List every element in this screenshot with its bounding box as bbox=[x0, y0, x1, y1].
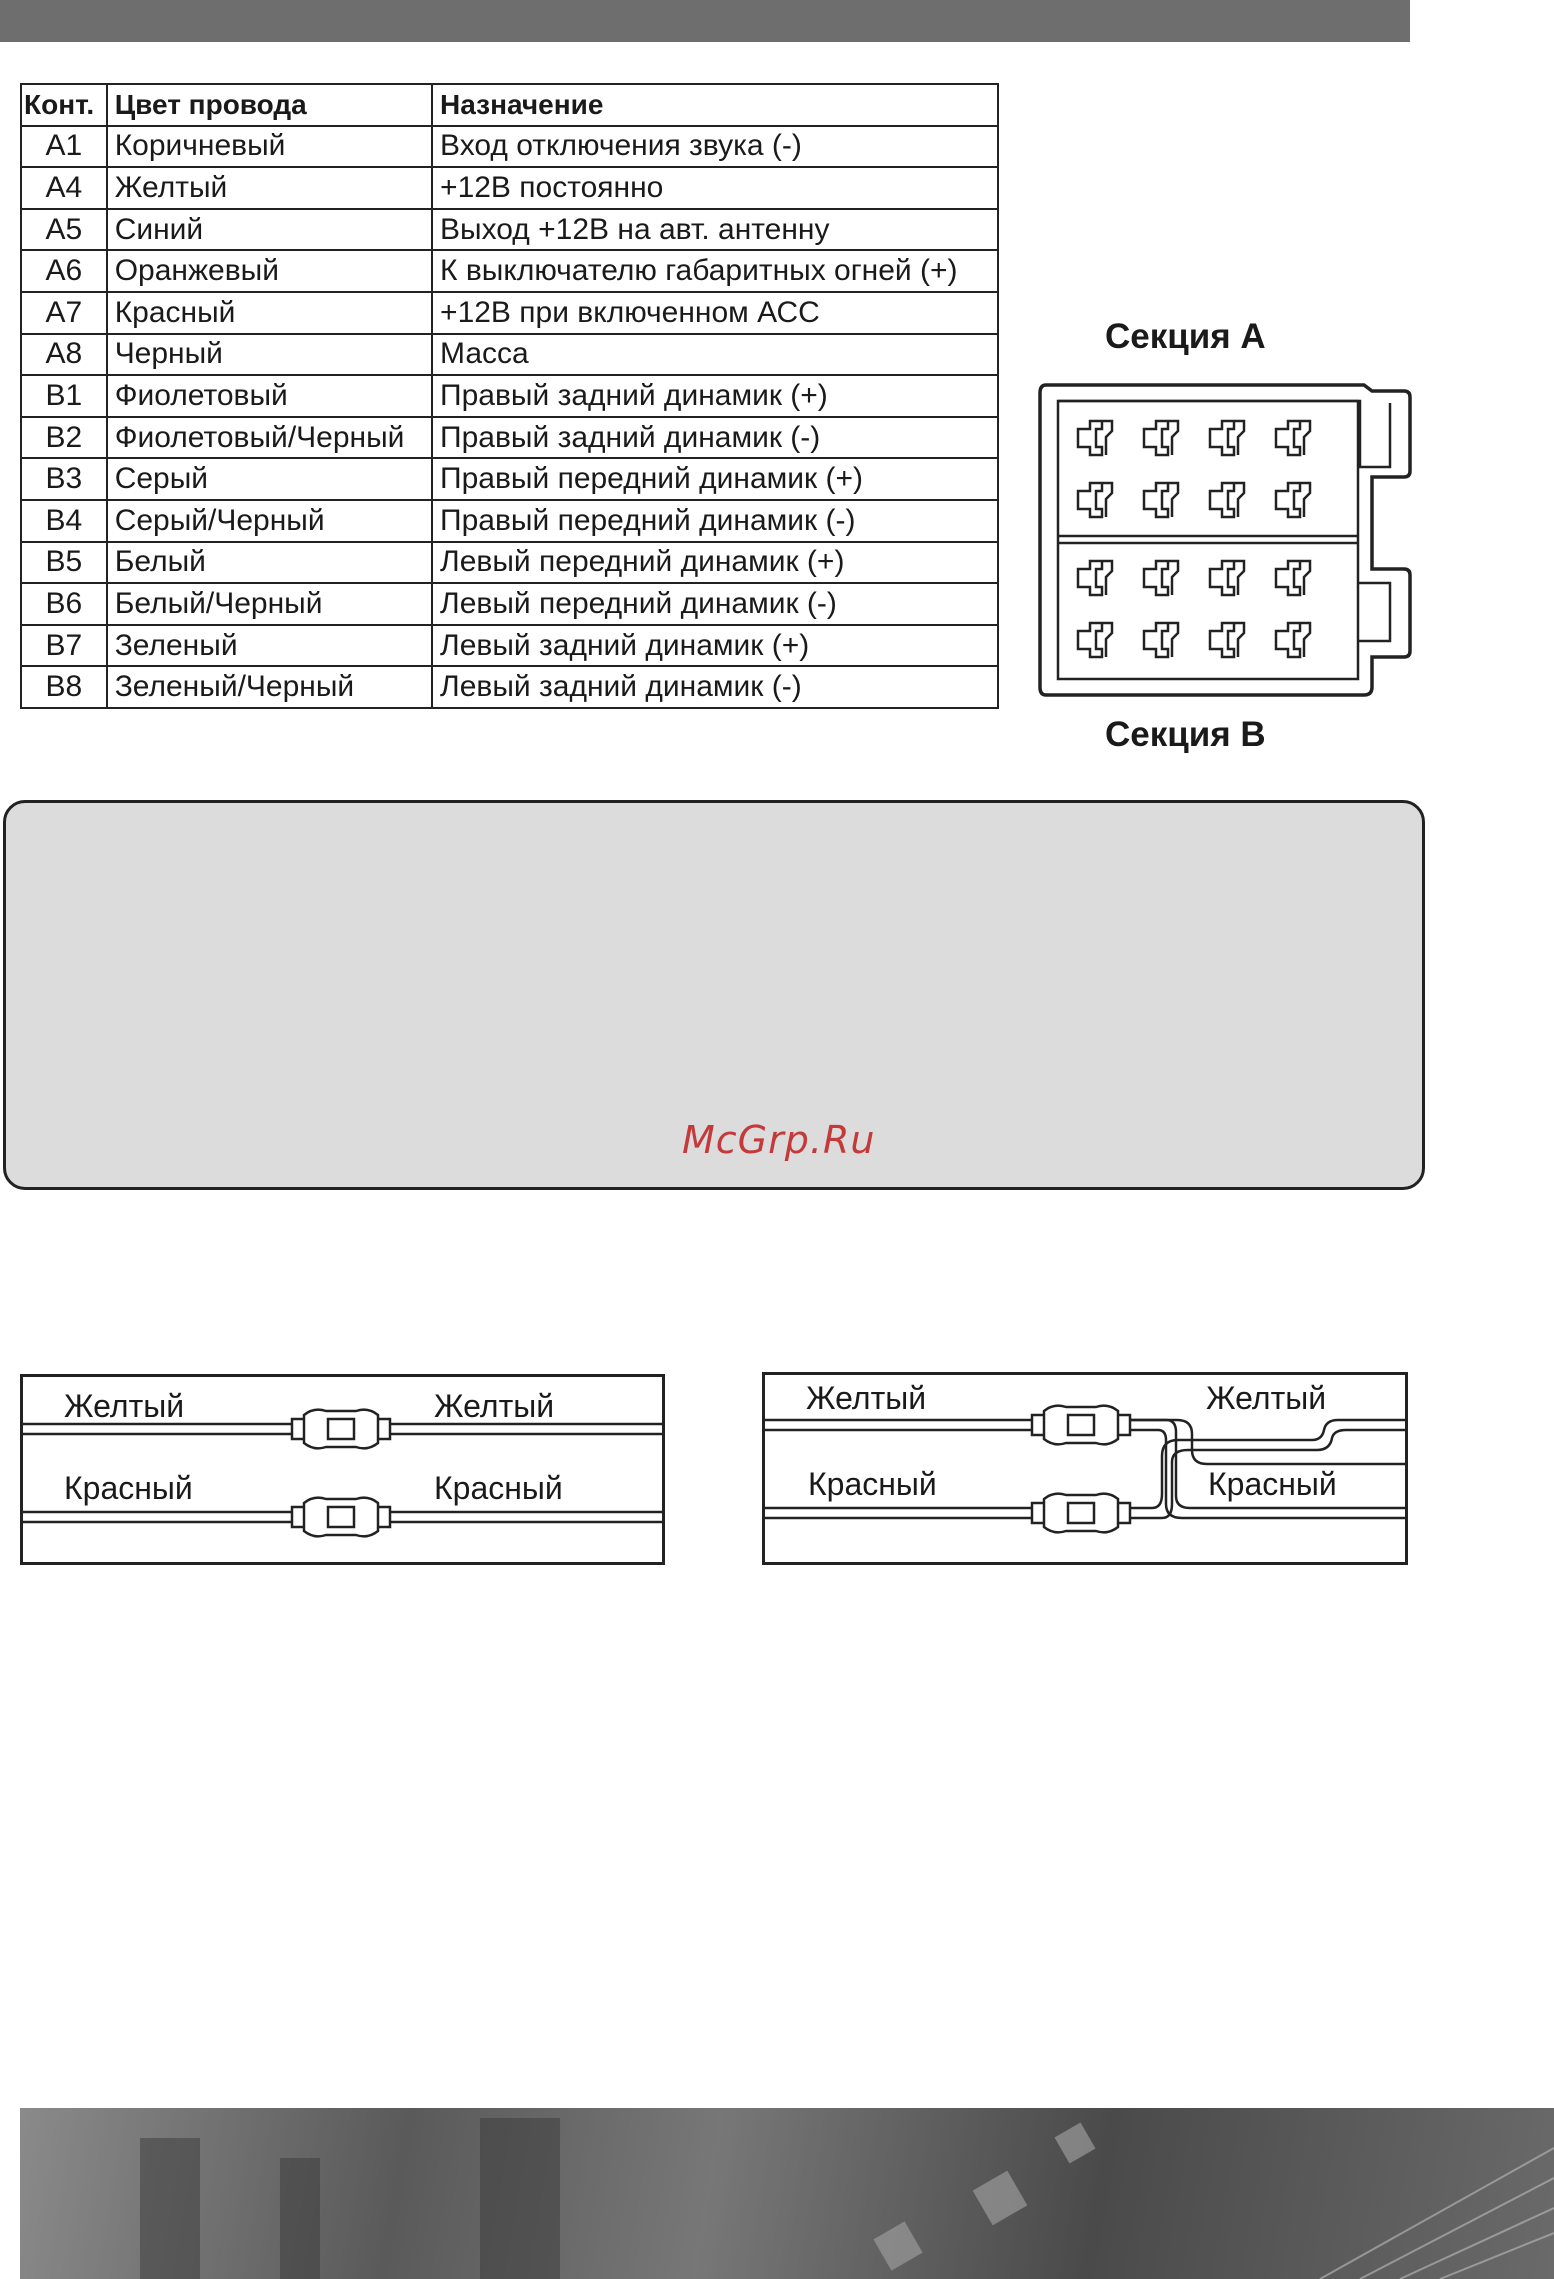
pin-cell: A4 bbox=[20, 166, 108, 210]
purpose-cell: К выключателю габаритных огней (+) bbox=[431, 249, 999, 293]
purpose-cell: Левый передний динамик (+) bbox=[431, 540, 999, 585]
wire-label-red-left-2: Красный bbox=[808, 1466, 937, 1502]
purpose-cell: +12В при включенном АСС bbox=[431, 290, 999, 335]
pin-cell: A6 bbox=[20, 249, 108, 293]
column-header-wire-color: Цвет провода bbox=[105, 83, 434, 127]
wire-color-cell: Фиолетовый bbox=[105, 374, 434, 418]
connector-pin bbox=[1274, 559, 1312, 597]
column-header-purpose: Назначение bbox=[431, 83, 999, 127]
purpose-cell: Правый задний динамик (-) bbox=[431, 415, 999, 460]
wiring-diagram-crossed bbox=[762, 1372, 1408, 1565]
connector-pin bbox=[1076, 559, 1114, 597]
pin-cell: B8 bbox=[20, 665, 108, 709]
column-header-pin: Конт. bbox=[20, 83, 108, 127]
purpose-cell: Правый передний динамик (-) bbox=[431, 498, 999, 543]
watermark-text: McGrp.Ru bbox=[682, 1118, 876, 1162]
butt-connector bbox=[290, 1408, 392, 1450]
wire-label-yellow-left: Желтый bbox=[64, 1388, 185, 1424]
purpose-cell: Левый задний динамик (+) bbox=[431, 623, 999, 668]
purpose-cell: Выход +12В на авт. антенну bbox=[431, 207, 999, 252]
pin-cell: A5 bbox=[20, 207, 108, 252]
wire-label-yellow-left-2: Желтый bbox=[806, 1380, 927, 1416]
wire-label-red-right: Красный bbox=[434, 1470, 563, 1506]
wire-color-cell: Серый bbox=[105, 457, 434, 501]
pin-cell: B1 bbox=[20, 374, 108, 418]
section-a-label: Секция A bbox=[1105, 317, 1266, 356]
wire-color-cell: Коричневый bbox=[105, 124, 434, 169]
wire-color-cell: Фиолетовый/Черный bbox=[105, 415, 434, 460]
header-band bbox=[0, 0, 1410, 42]
wire-color-cell: Желтый bbox=[105, 166, 434, 210]
pin-cell: A8 bbox=[20, 332, 108, 377]
info-box bbox=[3, 800, 1425, 1190]
wire-color-cell: Белый bbox=[105, 540, 434, 585]
wire-label-yellow-right: Желтый bbox=[434, 1388, 555, 1424]
wire-color-cell: Синий bbox=[105, 207, 434, 252]
wire-label-yellow-right-2: Желтый bbox=[1206, 1380, 1327, 1416]
connector-pin bbox=[1142, 481, 1180, 519]
connector-pin bbox=[1274, 621, 1312, 659]
purpose-cell: +12В постоянно bbox=[431, 166, 999, 210]
butt-connector bbox=[290, 1496, 392, 1538]
pin-cell: B6 bbox=[20, 582, 108, 626]
connector-pin bbox=[1142, 621, 1180, 659]
connector-pin bbox=[1076, 621, 1114, 659]
wire-color-cell: Черный bbox=[105, 332, 434, 377]
section-b-label: Секция B bbox=[1105, 715, 1266, 754]
pin-cell: B7 bbox=[20, 623, 108, 668]
wire-color-cell: Серый/Черный bbox=[105, 498, 434, 543]
wire-label-red-left: Красный bbox=[64, 1470, 193, 1506]
wire-color-cell: Красный bbox=[105, 290, 434, 335]
wire-color-cell: Зеленый/Черный bbox=[105, 665, 434, 709]
pin-cell: A7 bbox=[20, 290, 108, 335]
connector-pin bbox=[1208, 481, 1246, 519]
purpose-cell: Левый передний динамик (-) bbox=[431, 582, 999, 626]
connector-pin bbox=[1208, 621, 1246, 659]
wire-color-cell: Белый/Черный bbox=[105, 582, 434, 626]
purpose-cell: Вход отключения звука (-) bbox=[431, 124, 999, 169]
connector-pin bbox=[1142, 559, 1180, 597]
pin-cell: B4 bbox=[20, 498, 108, 543]
footer-decoration bbox=[140, 2118, 1554, 2279]
pin-cell: B2 bbox=[20, 415, 108, 460]
purpose-cell: Масса bbox=[431, 332, 999, 377]
pin-cell: B3 bbox=[20, 457, 108, 501]
wire-color-cell: Оранжевый bbox=[105, 249, 434, 293]
connector-pin bbox=[1208, 559, 1246, 597]
connector-pin bbox=[1274, 419, 1312, 457]
connector-pin bbox=[1208, 419, 1246, 457]
connector-pin bbox=[1076, 419, 1114, 457]
connector-pin bbox=[1142, 419, 1180, 457]
purpose-cell: Правый задний динамик (+) bbox=[431, 374, 999, 418]
purpose-cell: Правый передний динамик (+) bbox=[431, 457, 999, 501]
connector-pin bbox=[1274, 481, 1312, 519]
pin-cell: B5 bbox=[20, 540, 108, 585]
iso-connector-diagram bbox=[1038, 383, 1412, 697]
butt-connector bbox=[1030, 1492, 1132, 1534]
pin-cell: A1 bbox=[20, 124, 108, 169]
wire-label-red-right-2: Красный bbox=[1208, 1466, 1337, 1502]
purpose-cell: Левый задний динамик (-) bbox=[431, 665, 999, 709]
connector-pin bbox=[1076, 481, 1114, 519]
footer-band bbox=[20, 2108, 1554, 2279]
table-header-row: Конт. Цвет провода Назначение bbox=[20, 83, 999, 127]
butt-connector bbox=[1030, 1404, 1132, 1446]
wire-color-cell: Зеленый bbox=[105, 623, 434, 668]
wiring-diagram-straight bbox=[20, 1374, 665, 1565]
